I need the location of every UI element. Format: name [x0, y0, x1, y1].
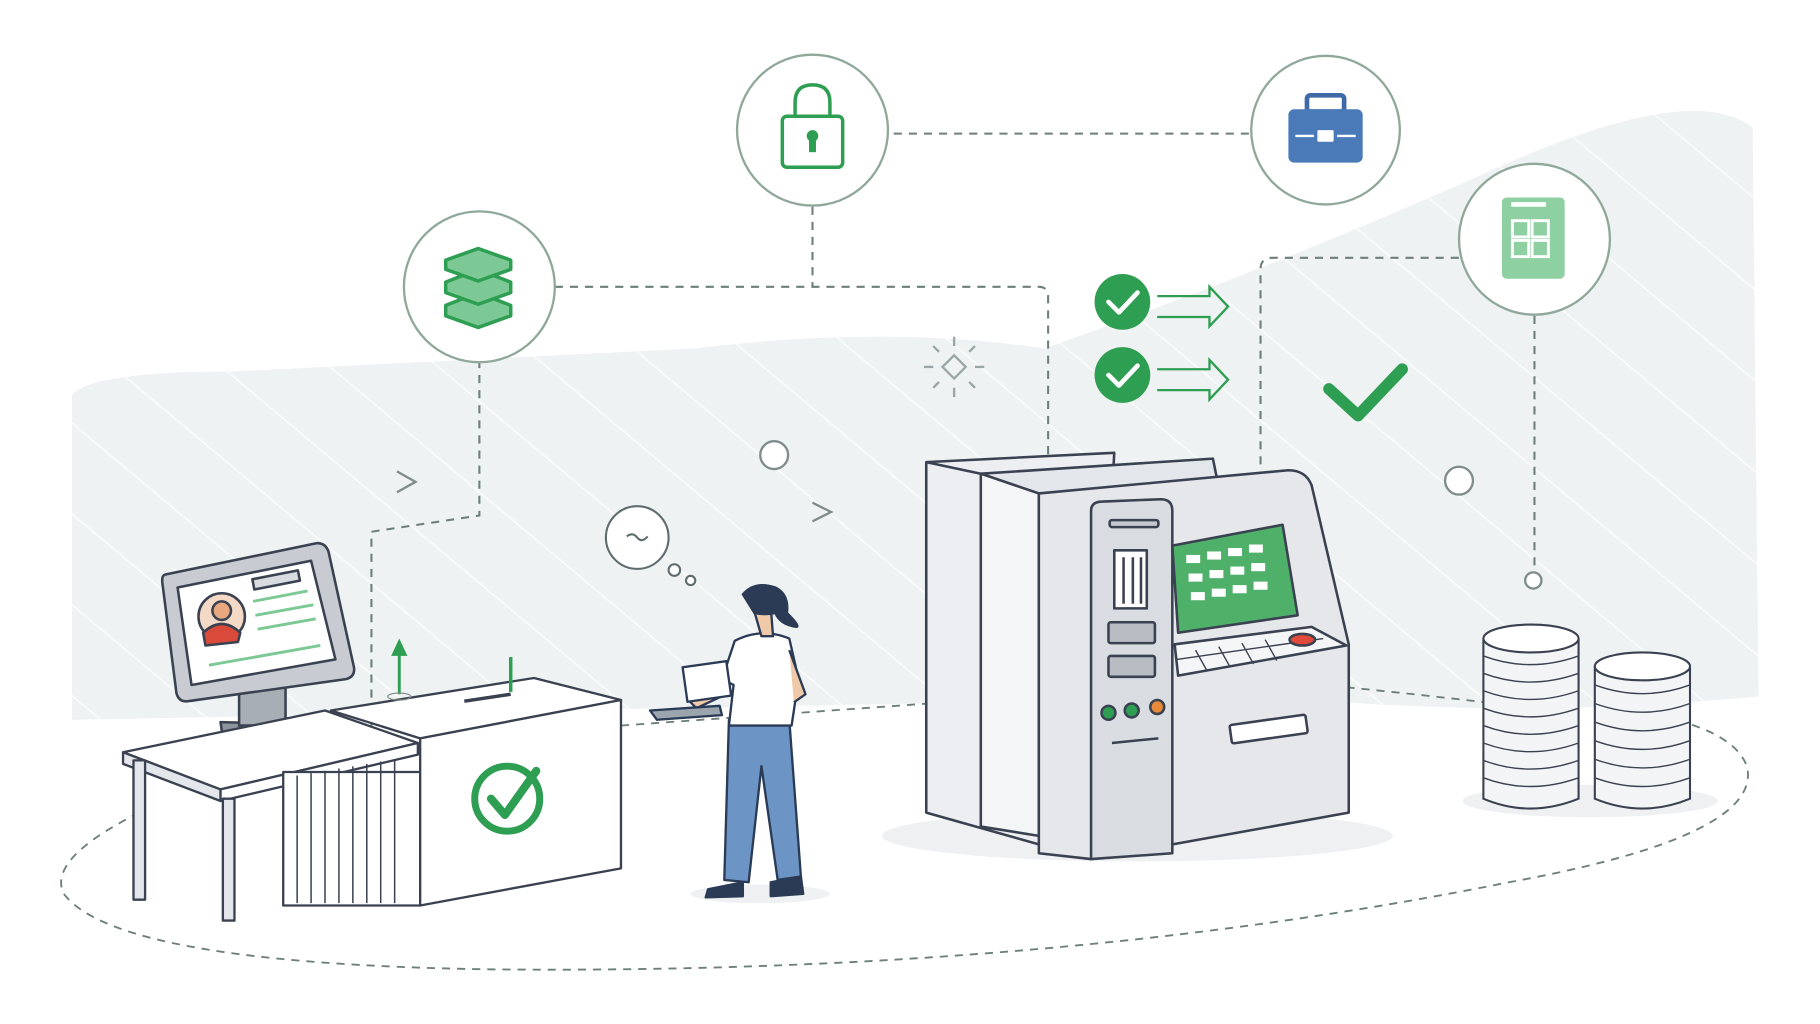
layers-node [402, 210, 556, 364]
check-circle-icon [1094, 274, 1151, 330]
orange-button [1148, 698, 1166, 716]
check-circle-icon [471, 762, 544, 835]
briefcase-icon [1288, 92, 1363, 163]
ground-dashed-path-2 [1346, 686, 1486, 704]
arrow-right-icon [1157, 283, 1230, 330]
ballot-box [329, 657, 623, 907]
checkmark-icon [1323, 363, 1408, 422]
upload-arrow-icon [387, 638, 412, 701]
briefcase-node [1250, 54, 1401, 206]
coin-stacks [1462, 623, 1718, 818]
speech-bubble-icon [604, 505, 697, 587]
red-button [1288, 632, 1317, 647]
coin-stack-short [1593, 651, 1692, 810]
person-with-tablet [648, 584, 830, 904]
atm-kiosk [882, 451, 1393, 862]
green-button [1123, 702, 1140, 719]
green-button [1100, 704, 1117, 722]
check-circle-icon [1094, 347, 1151, 403]
document-grid-icon [1501, 197, 1565, 279]
sparkle-icon [923, 336, 985, 398]
atm-screen [1171, 523, 1299, 634]
desk [121, 709, 422, 922]
computer-monitor [160, 541, 356, 740]
coin-stack-tall [1482, 623, 1580, 810]
check-arrow-row-1 [1094, 274, 1230, 330]
decorations [396, 440, 1543, 590]
background-band [71, 110, 1759, 720]
ground-dashed-path [60, 707, 1749, 971]
lock-icon [780, 83, 845, 170]
cash-dispenser-slot [1228, 713, 1309, 745]
document-node [1457, 162, 1612, 316]
arrow-right-icon [1157, 357, 1230, 403]
check-arrow-row-2 [1094, 347, 1230, 403]
stacked-layers-icon [443, 246, 513, 330]
connector-lines [370, 132, 1536, 743]
lock-node [735, 53, 890, 207]
